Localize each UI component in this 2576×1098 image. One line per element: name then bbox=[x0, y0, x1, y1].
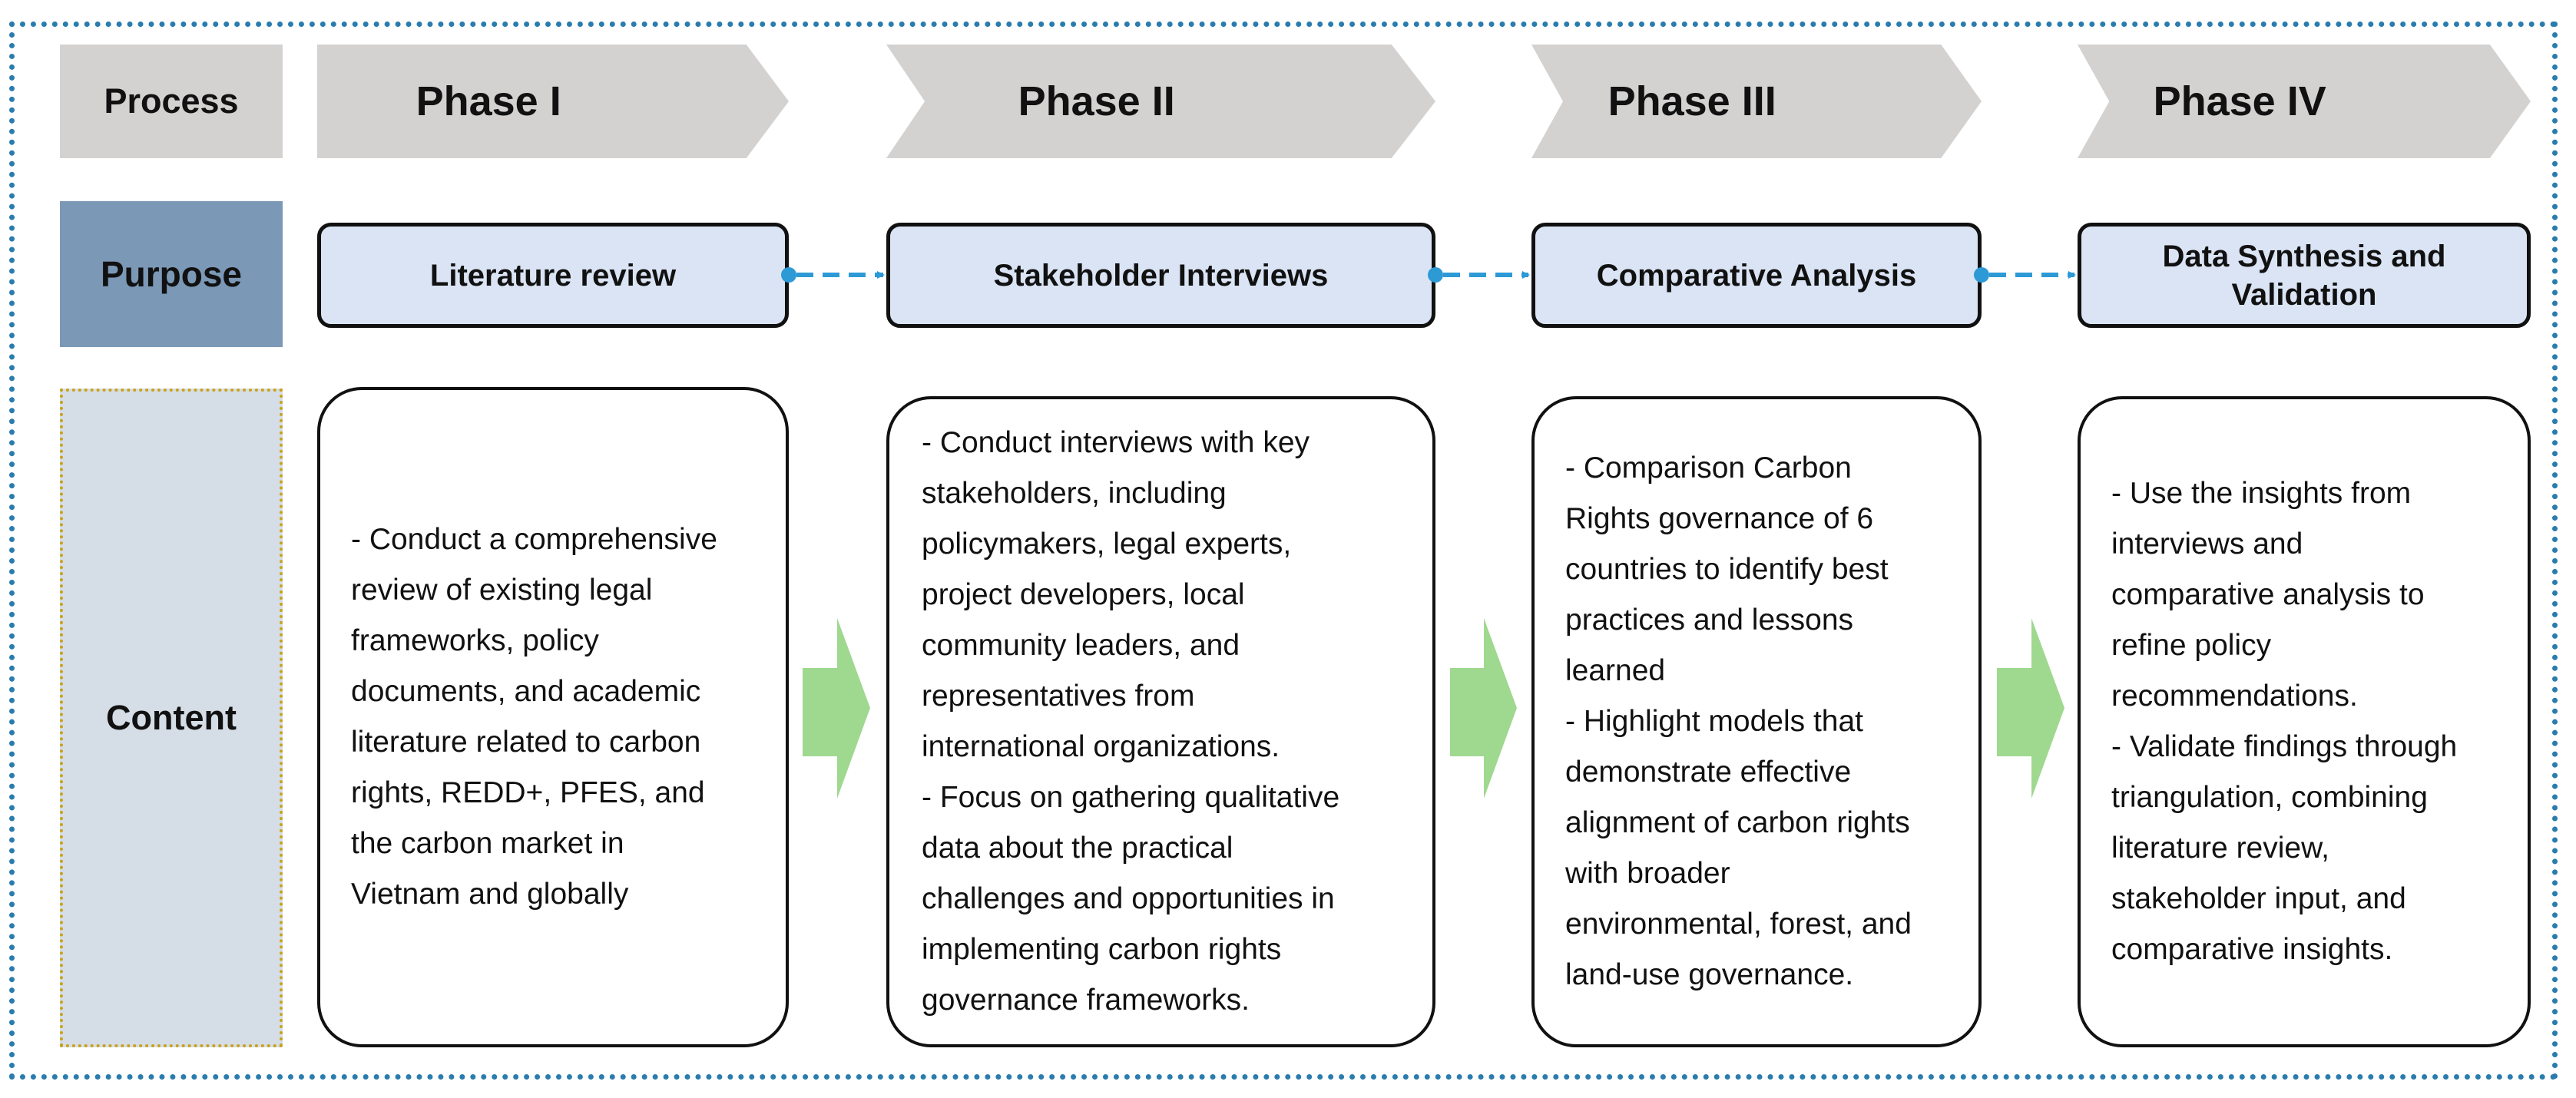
connector-2-3 bbox=[1428, 267, 1530, 283]
phase-2-purpose-text: Stakeholder Interviews bbox=[993, 258, 1329, 293]
phase-2-content-text: - Conduct interviews with key stakeholde… bbox=[922, 426, 1340, 1017]
phase-2-content: - Conduct interviews with key stakeholde… bbox=[886, 396, 1435, 1047]
phase-3-title: Phase III bbox=[1608, 78, 1776, 124]
phase-1-content: - Conduct a comprehensive review of exis… bbox=[317, 387, 789, 1047]
purpose-label-text: Purpose bbox=[100, 254, 243, 294]
phase-2-title: Phase II bbox=[1018, 78, 1175, 124]
phase-4-title: Phase IV bbox=[2153, 78, 2326, 124]
phase-2-arrow: Phase II bbox=[886, 45, 1435, 158]
process-row-label: Process bbox=[60, 45, 283, 158]
flow-arrow-2 bbox=[1450, 618, 1517, 799]
phase-3-purpose: Comparative Analysis bbox=[1531, 223, 1982, 328]
phase-4-content: - Use the insights from interviews and c… bbox=[2078, 396, 2531, 1047]
process-label-text: Process bbox=[104, 81, 239, 121]
flow-arrow-1 bbox=[803, 618, 870, 799]
content-row-label: Content bbox=[60, 389, 283, 1047]
phase-2-purpose: Stakeholder Interviews bbox=[886, 223, 1435, 328]
content-label-text: Content bbox=[106, 698, 237, 737]
phase-3-content: - Comparison Carbon Rights governance of… bbox=[1531, 396, 1982, 1047]
phase-4-purpose: Data Synthesis and Validation bbox=[2078, 223, 2531, 328]
phase-4-content-text: - Use the insights from interviews and c… bbox=[2111, 477, 2458, 966]
connector-3-4 bbox=[1974, 267, 2076, 283]
phase-1-title: Phase I bbox=[416, 78, 561, 124]
purpose-row-label: Purpose bbox=[60, 201, 283, 347]
connector-1-2 bbox=[781, 267, 885, 283]
phase-1-purpose-text: Literature review bbox=[429, 258, 677, 293]
phase-1-purpose: Literature review bbox=[317, 223, 789, 328]
phase-1-content-text: - Conduct a comprehensive review of exis… bbox=[351, 523, 717, 911]
diagram-frame bbox=[9, 21, 2558, 1080]
phase-3-purpose-text: Comparative Analysis bbox=[1596, 258, 1917, 293]
phase-1-arrow: Phase I bbox=[317, 45, 789, 158]
phase-4-arrow: Phase IV bbox=[2078, 45, 2531, 158]
phase-4-purpose-text: Data Synthesis and Validation bbox=[2162, 239, 2446, 312]
phase-3-arrow: Phase III bbox=[1531, 45, 1982, 158]
flow-arrow-3 bbox=[1997, 618, 2064, 799]
phase-3-content-text: - Comparison Carbon Rights governance of… bbox=[1565, 451, 1912, 991]
